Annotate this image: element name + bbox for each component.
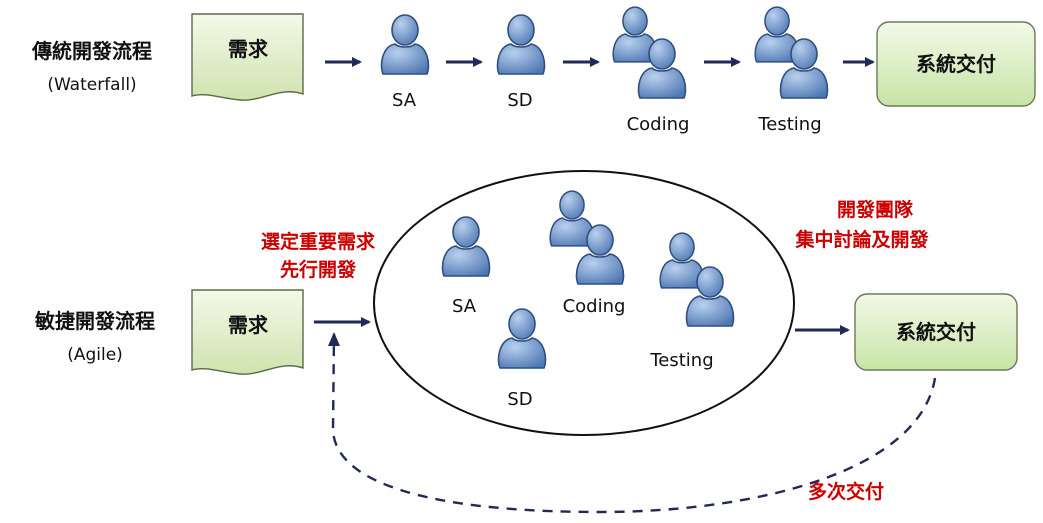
waterfall-coding-team-icon [612, 6, 687, 99]
waterfall-requirement-label: 需求 [228, 37, 269, 61]
agile-role-sa: SA [452, 296, 477, 317]
agile-team-note-line1: 開發團隊 [837, 198, 914, 221]
agile-select-note-line2: 先行開發 [280, 258, 357, 281]
waterfall-role-coding: Coding [627, 114, 690, 135]
waterfall-delivery-label: 系統交付 [916, 52, 996, 76]
agile-iteration-arrowhead [328, 332, 340, 346]
agile-delivery-box: 系統交付 [854, 293, 1018, 371]
agile-subtitle: (Agile) [67, 345, 123, 365]
waterfall-testing-team-icon [754, 6, 829, 99]
agile-team-note-line2: 集中討論及開發 [794, 228, 929, 251]
agile-role-coding: Coding [563, 296, 626, 317]
agile-requirement-label: 需求 [228, 313, 269, 337]
waterfall-role-sa: SA [392, 90, 417, 111]
agile-role-sd: SD [507, 389, 532, 410]
waterfall-sa-person-icon [380, 14, 430, 75]
waterfall-delivery-box: 系統交付 [876, 21, 1036, 107]
agile-iteration-note: 多次交付 [808, 480, 884, 503]
agile-select-note-line1: 選定重要需求 [261, 230, 376, 253]
agile-iteration-loop [331, 333, 937, 514]
waterfall-requirement-doc: 需求 [191, 13, 304, 101]
agile-role-testing: Testing [649, 350, 713, 371]
waterfall-sd-person-icon [496, 14, 546, 75]
agile-requirement-doc: 需求 [191, 289, 304, 375]
agile-delivery-label: 系統交付 [896, 320, 976, 344]
waterfall-role-testing: Testing [757, 114, 821, 135]
waterfall-role-sd: SD [507, 90, 532, 111]
waterfall-subtitle: (Waterfall) [47, 75, 136, 95]
waterfall-title: 傳統開發流程 [31, 39, 152, 63]
agile-title: 敏捷開發流程 [34, 309, 155, 333]
